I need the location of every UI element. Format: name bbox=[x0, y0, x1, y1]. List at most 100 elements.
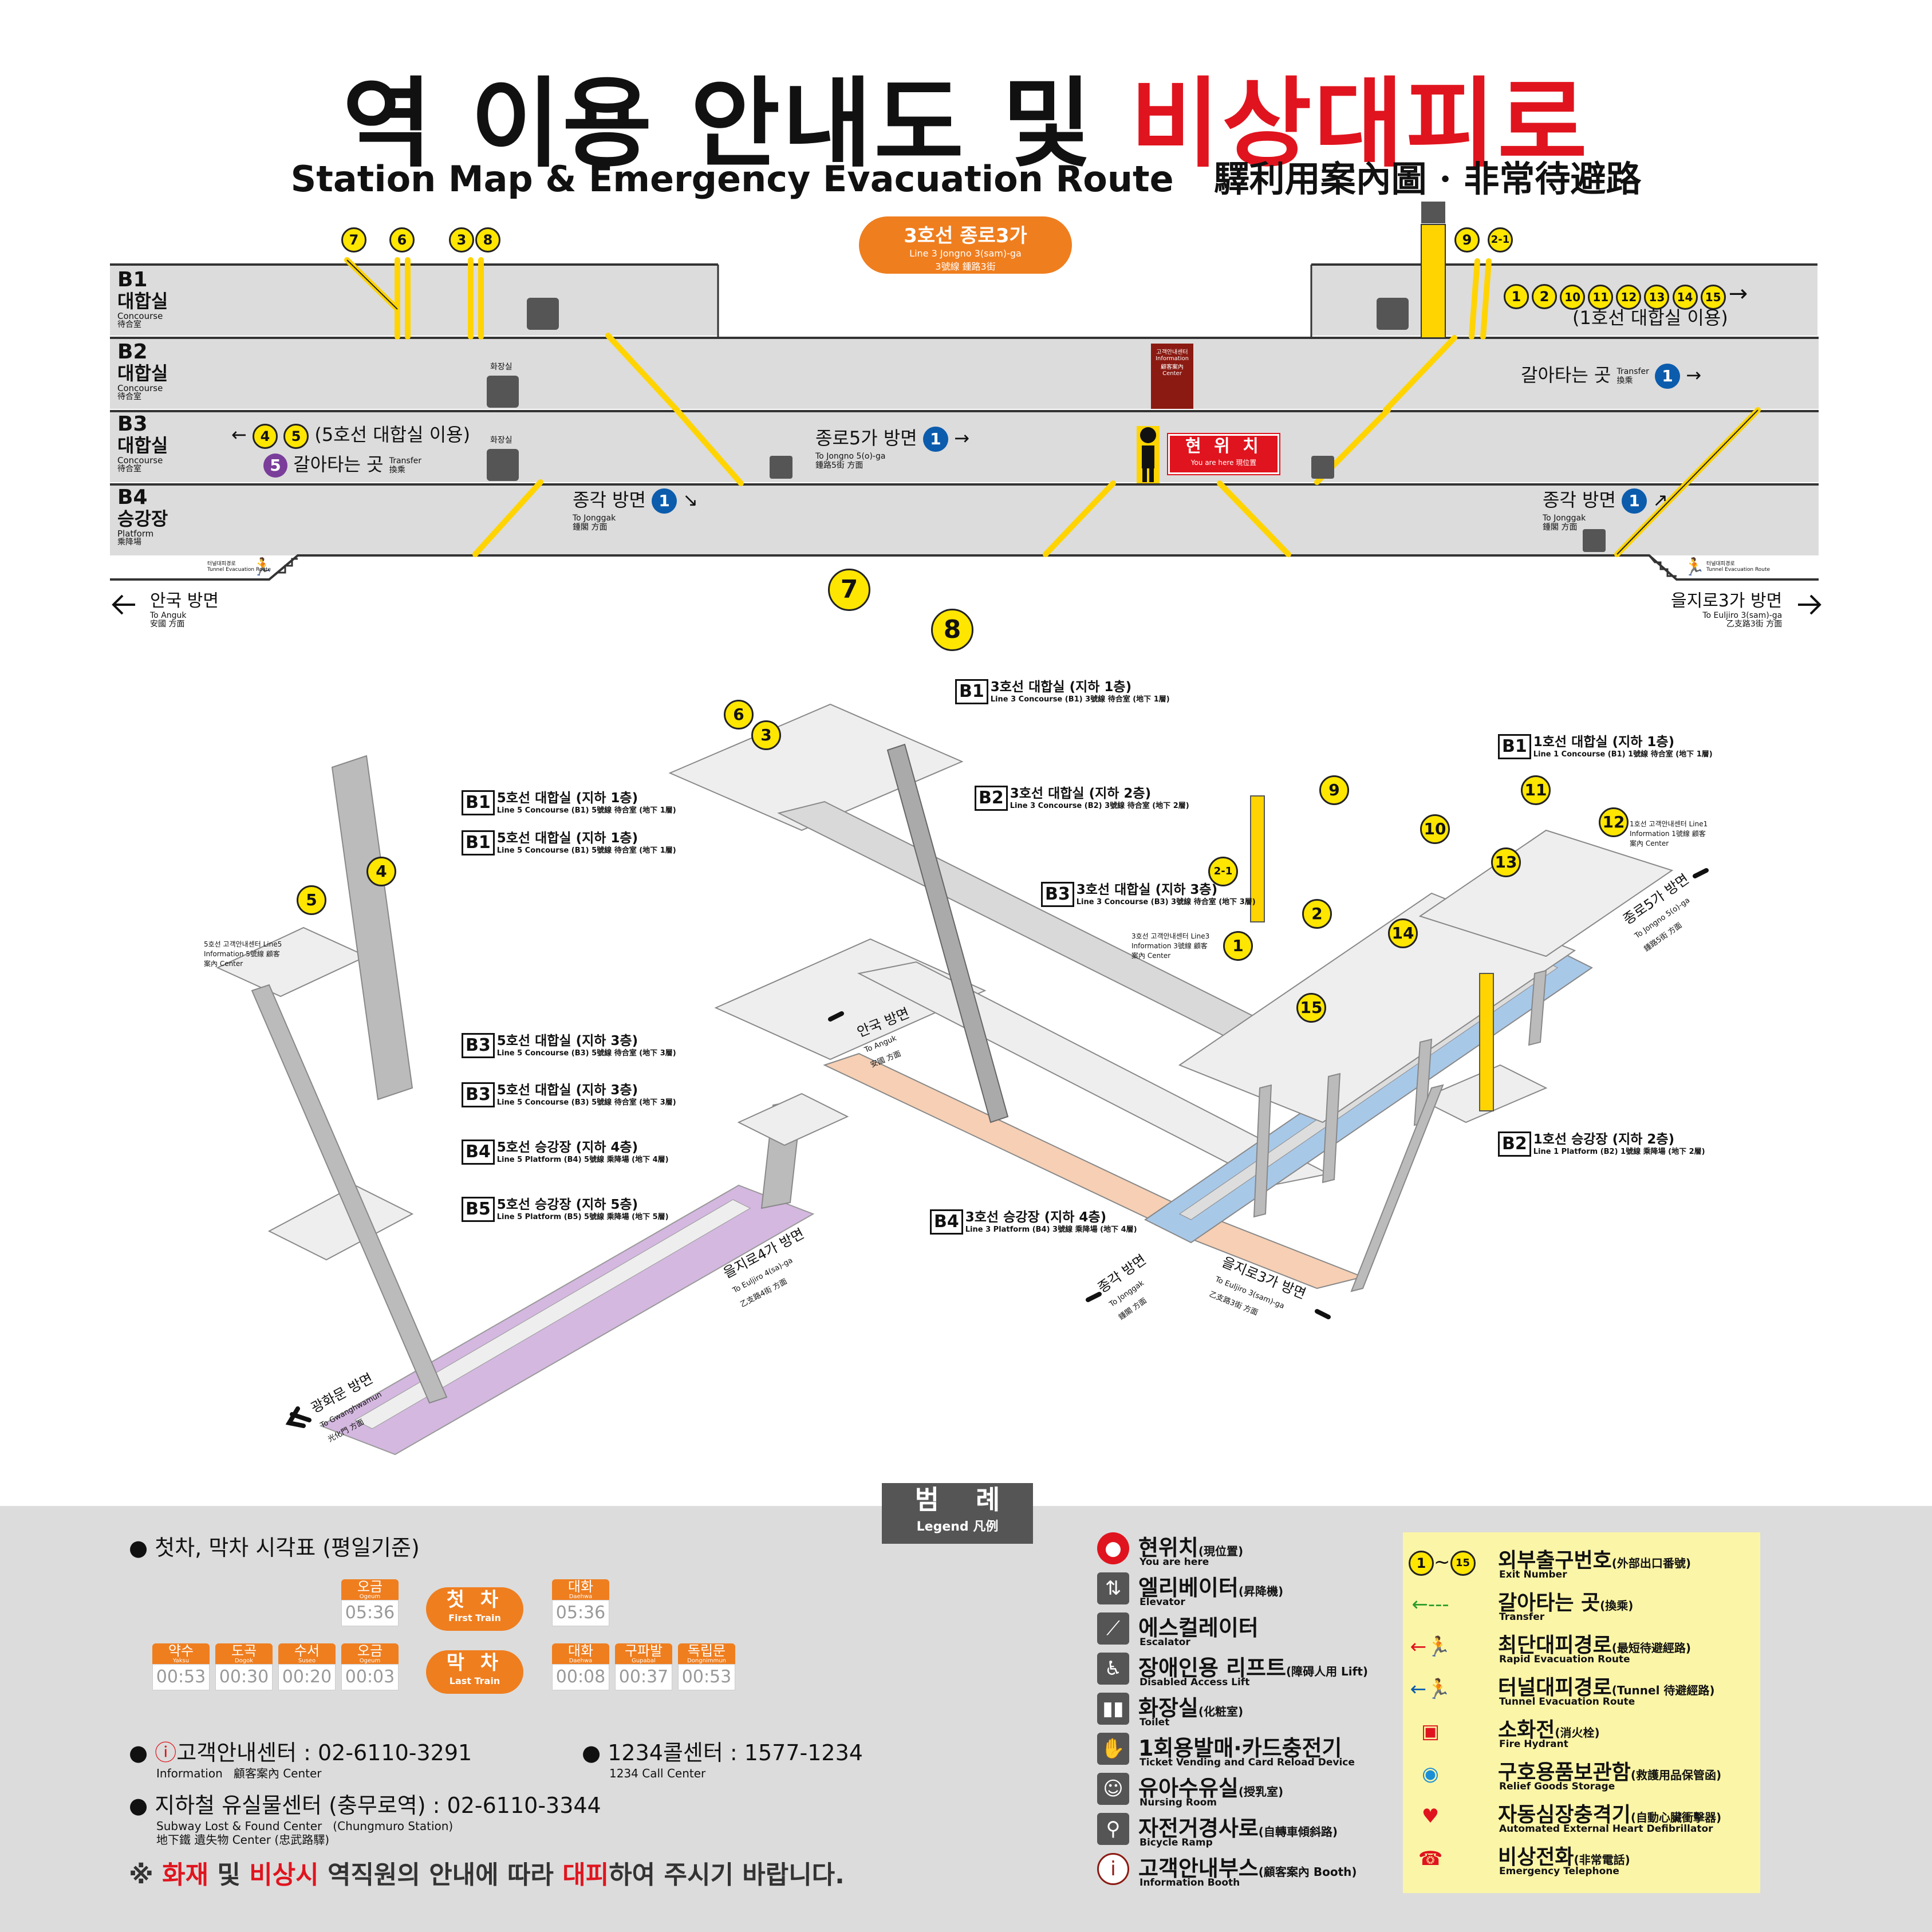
exit-7: 7 bbox=[341, 227, 366, 253]
transfer-arrow-icon: ←--- bbox=[1411, 1593, 1449, 1616]
title-highlight: 비상대피로 bbox=[1130, 68, 1590, 181]
iso-exit-15: 15 bbox=[1296, 993, 1326, 1023]
section-diagram: 🏃 🏃 bbox=[110, 202, 1821, 615]
iso-exit-5: 5 bbox=[297, 885, 326, 915]
line3-info-label: 3호선 고객안내센터 Line3 Information 3號線 顧客案內 Ce… bbox=[1131, 932, 1210, 960]
you-are-here-icon bbox=[1137, 426, 1160, 483]
line-1-badge: 1 bbox=[1622, 488, 1647, 514]
iso-exit-8: 8 bbox=[931, 609, 973, 651]
toilet-label: 화장실 bbox=[490, 362, 512, 372]
b1-note: (1호선 대합실 이용) bbox=[1572, 307, 1728, 329]
b1-floor-left bbox=[110, 265, 718, 336]
line-1-badge: 1 bbox=[1655, 364, 1681, 389]
iso-exit-9: 9 bbox=[1319, 775, 1349, 805]
exit-15: 15 bbox=[1700, 285, 1726, 310]
elevator-icon: ⇅ bbox=[1097, 1572, 1129, 1604]
info-icon: ⓘ bbox=[155, 1740, 177, 1765]
isometric-map bbox=[216, 703, 1709, 1456]
escalator-icon: ⟋ bbox=[1097, 1612, 1129, 1645]
escalator-icon bbox=[770, 456, 792, 479]
line5-concourse-b3 bbox=[267, 1184, 414, 1261]
bicycle-ramp-icon: ⚲ bbox=[1097, 1813, 1129, 1845]
right-arrow-icon: → bbox=[1728, 281, 1748, 307]
rapid-evacuation-icon: ←🏃 bbox=[1410, 1635, 1451, 1658]
ticket-machine-icon-2 bbox=[1377, 298, 1409, 330]
iso-exit-6: 6 bbox=[724, 700, 754, 730]
relief-goods-icon: ◉ bbox=[1422, 1763, 1439, 1785]
tunnel-evacuation-icon: 🏃 bbox=[252, 557, 273, 577]
fire-hydrant-icon: ▣ bbox=[1421, 1720, 1440, 1743]
exit-number-icon: 1~15 bbox=[1409, 1546, 1476, 1578]
subtitle-en: Station Map & Emergency Evacuation Route bbox=[290, 158, 1174, 200]
toilet-icon bbox=[487, 376, 519, 408]
left-arrow-icon bbox=[112, 594, 135, 615]
ticket-machine-icon bbox=[527, 298, 559, 330]
escalator-icon-2 bbox=[1311, 456, 1334, 479]
line1-info-label: 1호선 고객안내센터 Line1 Information 1號線 顧客案內 Ce… bbox=[1630, 820, 1708, 847]
down-right-arrow-icon: ↘ bbox=[683, 489, 699, 511]
b3-direction: 종로5가 방면 1 → To Jongno 5(o)-ga 鍾路5街 方面 bbox=[815, 427, 969, 470]
toilet-label-2: 화장실 bbox=[490, 436, 512, 445]
floor-label-b3: B3 대합실 Concourse 待合室 bbox=[117, 412, 168, 474]
ticket-machine-icon: ✋ bbox=[1097, 1733, 1129, 1765]
info-center-label: 고객안내센터 Information 顧客案內 Center bbox=[1156, 349, 1189, 377]
emergency-phone-icon: ☎ bbox=[1418, 1847, 1443, 1870]
exit-14: 14 bbox=[1672, 285, 1698, 310]
exit-12: 12 bbox=[1616, 285, 1642, 310]
you-are-here-icon: ● bbox=[1097, 1532, 1129, 1564]
b4-left-direction: 종각 방면 1 ↘ To Jonggak 鍾閣 方面 bbox=[573, 488, 699, 532]
exit-5: 5 bbox=[283, 424, 309, 449]
line-1-badge: 1 bbox=[922, 427, 948, 452]
b1-exit-row: 1 2 10 11 12 13 14 15 → bbox=[1504, 281, 1748, 310]
iso-exit-2: 2 bbox=[1302, 899, 1332, 929]
exit-2: 2 bbox=[1532, 284, 1558, 309]
floor-label-b4: B4 승강장 Platform 乘降場 bbox=[117, 486, 168, 547]
b4-right-direction: 종각 방면 1 ↗ To Jonggak 鍾閣 方面 bbox=[1543, 488, 1669, 532]
exit-13: 13 bbox=[1644, 285, 1670, 310]
right-arrow-icon bbox=[1798, 594, 1821, 615]
floor-label-b1: B1 대합실 Concourse 待合室 bbox=[117, 268, 168, 329]
anguk-direction: 안국 방면 To Anguk 安國 方面 bbox=[150, 591, 219, 629]
nursing-room-icon: ☺ bbox=[1097, 1773, 1129, 1805]
line5-info-label: 5호선 고객안내센터 Line5 Information 5號線 顧客案內 Ce… bbox=[204, 940, 282, 968]
exit-3: 3 bbox=[449, 227, 474, 253]
emergency-warning: ※ 화재 및 비상시 역직원의 안내에 따라 대피하여 주시기 바랍니다. bbox=[129, 1860, 845, 1890]
exit-1: 1 bbox=[1504, 284, 1529, 309]
toilet-icon: ▮▮ bbox=[1097, 1693, 1129, 1725]
exit-4: 4 bbox=[252, 424, 278, 449]
iso-exit-4: 4 bbox=[366, 857, 396, 886]
line-5-badge: 5 bbox=[263, 454, 287, 478]
exit-8: 8 bbox=[475, 227, 500, 253]
exit-2-1: 2-1 bbox=[1488, 227, 1513, 253]
elevator-shaft-line1 bbox=[1250, 795, 1265, 922]
iso-exit-11: 11 bbox=[1521, 775, 1551, 805]
tunnel-evacuation-icon-2: 🏃 bbox=[1683, 557, 1705, 577]
wheelchair-lift-icon: ♿ bbox=[1097, 1653, 1129, 1685]
euljiro3ga-direction: 을지로3가 방면 To Euljiro 3(sam)-ga 乙支路3街 方面 bbox=[1671, 591, 1783, 629]
line1-concourse-b1 bbox=[1178, 892, 1576, 1123]
left-arrow-icon: ← bbox=[231, 424, 247, 445]
iso-exit-14: 14 bbox=[1388, 918, 1418, 948]
legend-yellow-box bbox=[1403, 1532, 1760, 1893]
elevator-icon bbox=[1421, 202, 1445, 223]
iso-exit-12: 12 bbox=[1599, 807, 1629, 837]
right-arrow-icon: → bbox=[954, 427, 969, 449]
floor-label-b2: B2 대합실 Concourse 待合室 bbox=[117, 340, 168, 401]
